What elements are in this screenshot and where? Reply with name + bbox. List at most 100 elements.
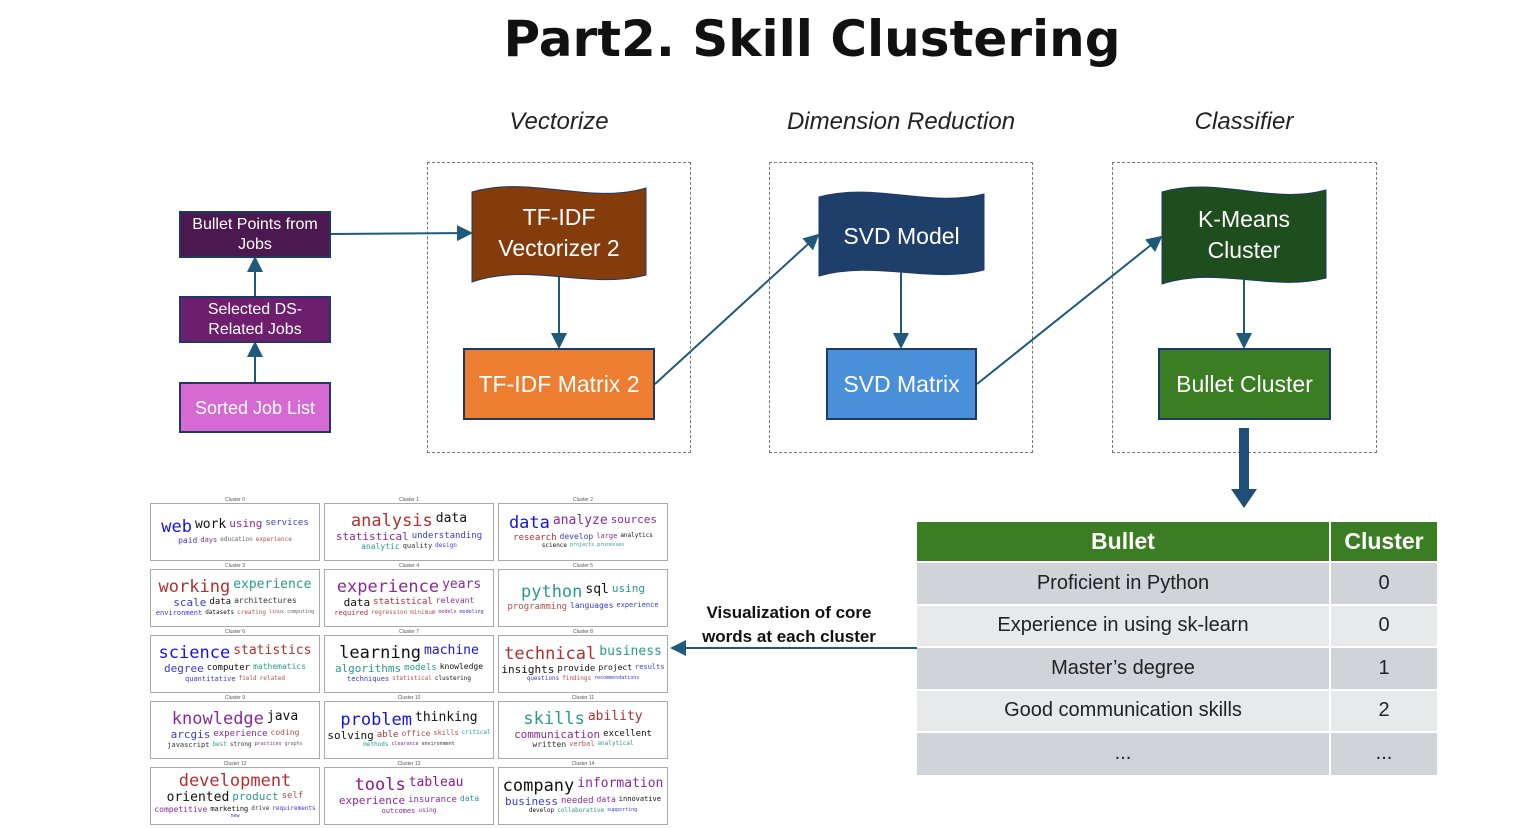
cloud-word: experience	[616, 601, 659, 610]
bullet-points-box: Bullet Points from Jobs	[179, 211, 331, 258]
cluster-cell: 0	[1330, 561, 1439, 605]
cloud-word: knowledge	[439, 662, 484, 672]
cloud-word: business	[599, 643, 662, 659]
big-down-arrow-shaft	[1239, 428, 1249, 490]
cloud-word: product	[232, 789, 279, 803]
cloud-word: analyze	[552, 513, 608, 529]
cluster-title: Cluster 10	[397, 695, 421, 701]
wave-kmeans	[1161, 186, 1327, 285]
cloud-word: data	[435, 510, 468, 526]
cloud-word: creating	[237, 608, 266, 616]
cloud-word: using	[611, 582, 646, 596]
table-row: ......	[917, 731, 1439, 775]
cloud-word: project	[598, 663, 633, 672]
cloud-word: architectures	[234, 596, 297, 606]
cluster-title: Cluster 3	[224, 563, 245, 569]
cloud-word: strong	[229, 740, 252, 748]
bullet-cell: Master’s degree	[917, 646, 1331, 690]
cloud-word: required	[334, 608, 369, 617]
cloud-word: able	[376, 730, 399, 740]
cluster-title: Cluster 7	[398, 629, 419, 635]
arrow-svd-matrix-to-kmeans	[976, 235, 1163, 385]
cluster-title: Cluster 5	[572, 563, 593, 569]
cloud-word: processes	[597, 542, 625, 549]
cloud-word: statistics	[233, 643, 312, 659]
cluster-title: Cluster 2	[572, 497, 593, 503]
cloud-word: experience	[233, 577, 312, 593]
cloud-word: data	[508, 513, 550, 534]
section-vectorize: Vectorize	[509, 108, 609, 135]
wave-tfidf-vectorizer	[471, 186, 647, 283]
tfidf-matrix-box: TF-IDF Matrix 2	[463, 348, 655, 420]
cloud-word: critical	[461, 729, 491, 736]
cloud-word: experience	[255, 536, 292, 544]
cloud-word: skills	[523, 708, 585, 729]
cloud-word: new	[230, 813, 240, 820]
bullet-cell: Experience in using sk-learn	[917, 603, 1331, 647]
cloud-word: methods	[363, 741, 389, 749]
cluster-cell: 0	[1330, 603, 1439, 647]
cloud-word: develop	[559, 532, 594, 542]
cloud-word: science	[541, 542, 568, 550]
cloud-word: office	[401, 729, 431, 738]
cloud-word: collaborative	[557, 807, 605, 815]
cloud-word: languages	[570, 601, 614, 611]
cloud-word: self	[281, 790, 304, 801]
cloud-word: oriented	[166, 789, 230, 805]
cluster-title: Cluster 0	[224, 497, 245, 503]
cluster-title: Cluster 11	[571, 695, 595, 701]
cloud-word: experience	[336, 577, 440, 598]
cloud-word: requirements	[272, 804, 316, 812]
bullet-cell: Good communication skills	[917, 688, 1331, 732]
cloud-word: analytical	[597, 740, 634, 748]
big-down-arrow-head	[1231, 489, 1257, 508]
cloud-word: large	[596, 532, 618, 541]
cloud-word: best	[212, 740, 227, 748]
cloud-word: minimum	[410, 608, 436, 616]
arrow-bullets-to-vectorizer	[330, 225, 473, 242]
cloud-word: analytics	[620, 532, 653, 540]
header-cluster: Cluster	[1330, 522, 1439, 562]
cloud-word: sources	[610, 513, 658, 527]
cloud-word: related	[259, 674, 285, 682]
cloud-word: communication	[514, 727, 601, 741]
bullet-cell: ...	[917, 731, 1331, 775]
cluster-title: Cluster 6	[224, 629, 245, 635]
cloud-word: outcomes	[381, 806, 416, 815]
cloud-word: work	[194, 517, 227, 532]
cloud-word: programming	[507, 602, 568, 613]
cloud-word: technical	[504, 643, 597, 664]
cluster-title: Cluster 12	[223, 761, 247, 767]
cloud-word: develop	[528, 807, 555, 815]
cloud-word: years	[442, 577, 482, 593]
header-bullet: Bullet	[917, 522, 1331, 562]
cloud-word: relevant	[435, 596, 475, 606]
cloud-word: python	[520, 582, 583, 603]
cluster-title: Cluster 13	[397, 761, 421, 767]
cloud-word: learning	[339, 643, 422, 664]
cloud-word: working	[158, 577, 231, 598]
cloud-word: web	[161, 517, 192, 537]
arrow-matrix-to-svd	[654, 233, 820, 385]
cloud-word: tableau	[408, 775, 464, 791]
cloud-word: data	[459, 794, 480, 804]
cloud-word: graphs	[284, 740, 303, 747]
cloud-word: questions	[526, 675, 560, 683]
cloud-word: mathematics	[253, 662, 307, 672]
cloud-word: quantitative	[185, 674, 236, 683]
cloud-word: business	[505, 795, 559, 808]
cloud-word: development	[178, 770, 292, 791]
cloud-word: linux	[269, 608, 285, 615]
cloud-word: ability	[587, 708, 643, 724]
